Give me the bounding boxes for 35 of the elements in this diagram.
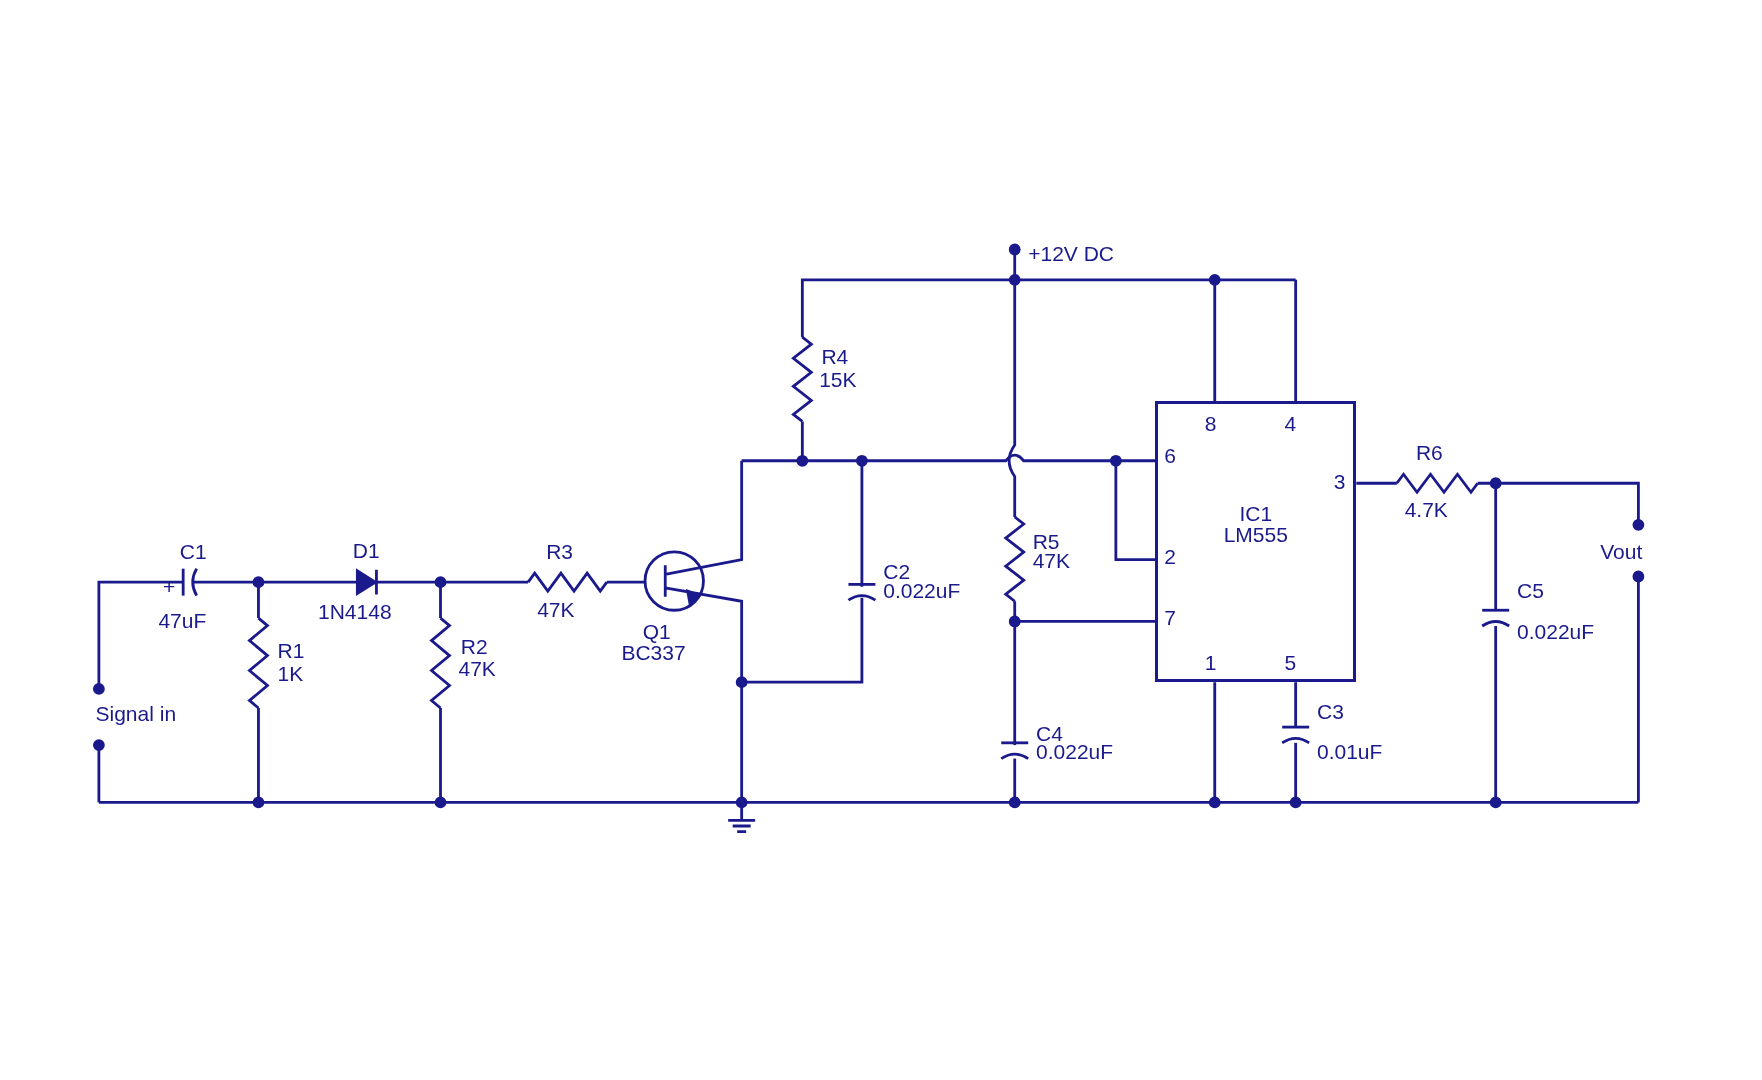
part-label: LM555 — [1222, 524, 1289, 547]
part-label: R3 — [546, 540, 573, 563]
part-label: IC1 — [1238, 503, 1274, 526]
terminal-label: Vout — [1600, 540, 1643, 563]
value-label: 0.022uF — [883, 580, 961, 603]
part-label: Q1 — [642, 620, 671, 643]
part-label: C1 — [179, 540, 207, 563]
value-label: 0.022uF — [1517, 620, 1595, 643]
part-label: C2 — [883, 561, 911, 583]
part-label: R6 — [1415, 441, 1443, 464]
pin-number: 4 — [1284, 412, 1297, 435]
supply-label: +12V DC — [1028, 242, 1114, 265]
value-label: 4.7K — [1404, 499, 1448, 522]
part-label: C5 — [1517, 580, 1544, 603]
pin-number: 3 — [1333, 471, 1346, 494]
pin-number: 7 — [1164, 607, 1176, 630]
part-label: C3 — [1317, 701, 1344, 724]
value-label: 0.01uF — [1317, 740, 1383, 763]
pin-number: 5 — [1284, 652, 1297, 674]
part-label: D1 — [352, 539, 380, 562]
pin-number: 8 — [1204, 412, 1217, 435]
value-label: 15K — [819, 368, 857, 391]
value-label: 47uF — [158, 610, 207, 633]
value-label: 1K — [277, 663, 304, 686]
part-label: R2 — [460, 636, 488, 659]
value-label: 47K — [458, 657, 496, 680]
part-label: R4 — [821, 346, 849, 369]
value-label: 47K — [537, 599, 575, 622]
pin-number: 6 — [1164, 445, 1176, 468]
pin-number: 1 — [1204, 652, 1217, 674]
value-label: 1N4148 — [318, 601, 392, 624]
part-label: R1 — [277, 639, 305, 662]
terminal-label: Signal in — [95, 702, 177, 725]
pin-number: 2 — [1164, 546, 1176, 569]
ic-package — [1155, 401, 1357, 683]
